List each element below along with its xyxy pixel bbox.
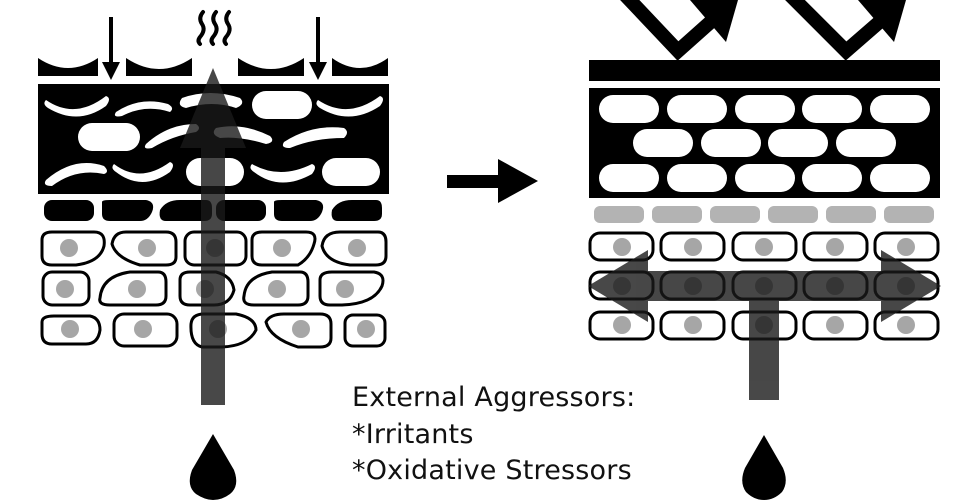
surface-scale [126,58,192,76]
external-aggressors-caption: External Aggressors: *Irritants *Oxidati… [352,380,635,490]
right-stratum-corneum [589,88,940,198]
caption-item-oxidative-stressors: *Oxidative Stressors [352,455,632,486]
reflected-arrow-icon [785,0,889,61]
left-living-cells [40,230,388,349]
down-arrow-icon [102,17,120,80]
right-granular-layer [594,206,934,223]
water-drop-icon [189,434,237,500]
caption-item-irritants: *Irritants [352,418,474,450]
down-arrow-icon [309,17,327,80]
surface-scale [332,58,388,76]
surface-scale [238,58,304,76]
surface-scale [38,58,98,76]
reflected-arrow-icon [620,0,720,61]
water-distribution-arrow [588,250,941,400]
right-surface-film [589,60,940,81]
reflected-arrow-head [858,0,906,42]
left-granular-layer [44,200,382,221]
left-panel-damaged-barrier [38,10,389,500]
reflected-arrow-head [690,0,738,42]
right-panel-healthy-barrier [588,0,941,500]
left-surface-scales [38,58,388,76]
caption-title: External Aggressors: [352,382,636,413]
heat-waves-icon [196,10,232,46]
water-drop-icon [742,435,786,500]
water-loss-up-arrow [180,68,246,405]
transition-arrow-icon [447,159,538,203]
